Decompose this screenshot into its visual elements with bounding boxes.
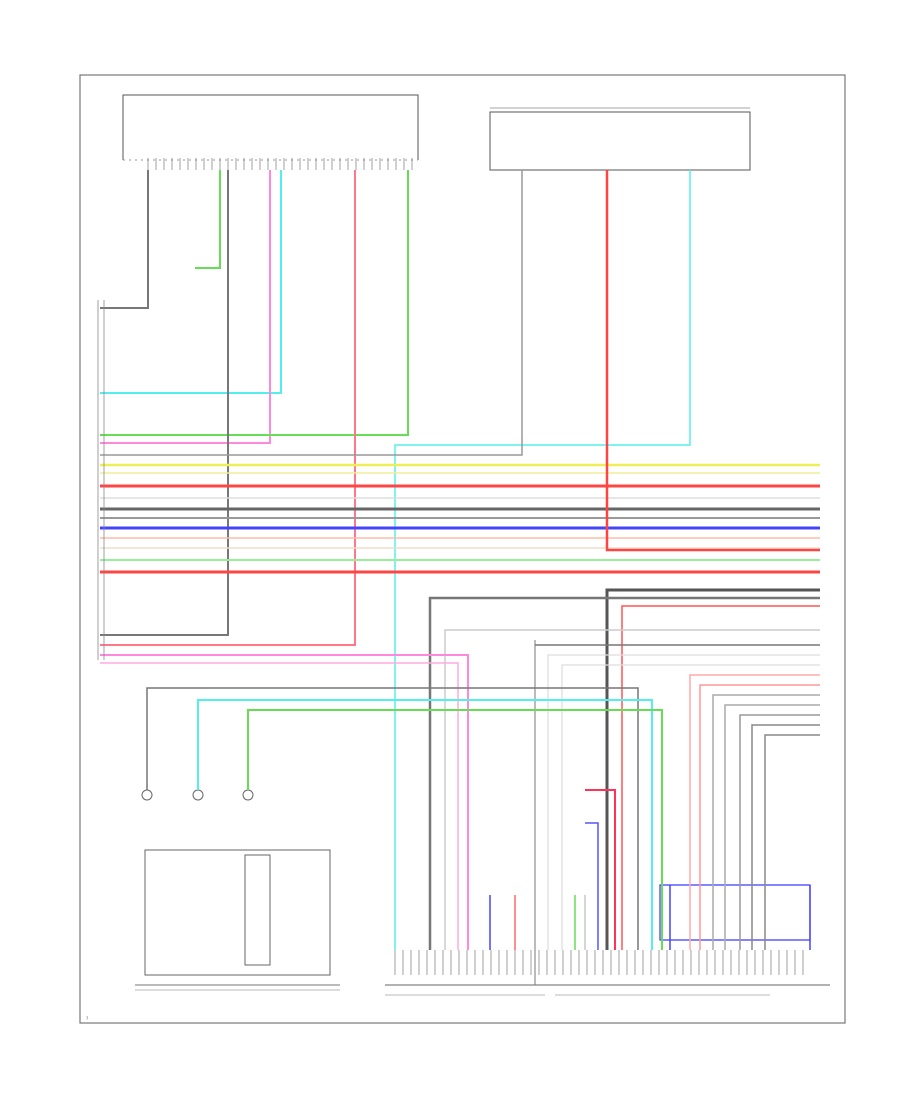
wire-40 [247, 709, 663, 950]
wire-22 [605, 588, 820, 950]
wire-19 [605, 170, 820, 552]
wire-8 [394, 170, 691, 950]
figure-id: ? [86, 1016, 88, 1021]
top-left-connector [122, 94, 419, 161]
wire-35 [764, 734, 820, 950]
wire-32 [724, 704, 820, 950]
wire-4 [100, 170, 409, 436]
wire-7 [100, 170, 149, 309]
wire-28 [561, 664, 820, 950]
wire-31 [712, 694, 820, 950]
terminal-ticks [97, 158, 804, 975]
wire-9 [100, 170, 523, 456]
wire-1 [195, 170, 221, 269]
top-right-module [489, 107, 751, 171]
wire-43 [585, 789, 616, 950]
wire-33 [739, 714, 820, 950]
diagram-frame [79, 74, 846, 1024]
wire-25 [444, 629, 820, 950]
wire-23 [428, 596, 820, 950]
wire-37 [100, 662, 459, 950]
wire-3 [100, 170, 271, 444]
wire-24 [621, 605, 820, 950]
wire-5 [100, 170, 229, 636]
wire-27 [547, 654, 820, 950]
wire-30 [699, 684, 820, 950]
wire-29 [689, 674, 820, 950]
wire-2 [100, 170, 282, 394]
wire-39 [197, 699, 653, 950]
wire-34 [751, 724, 820, 950]
wire-36 [100, 654, 469, 950]
wire-38 [146, 687, 639, 950]
wire-6 [100, 170, 356, 646]
switch-module [135, 789, 340, 991]
wire-44 [585, 822, 599, 950]
wire-group [100, 170, 820, 950]
